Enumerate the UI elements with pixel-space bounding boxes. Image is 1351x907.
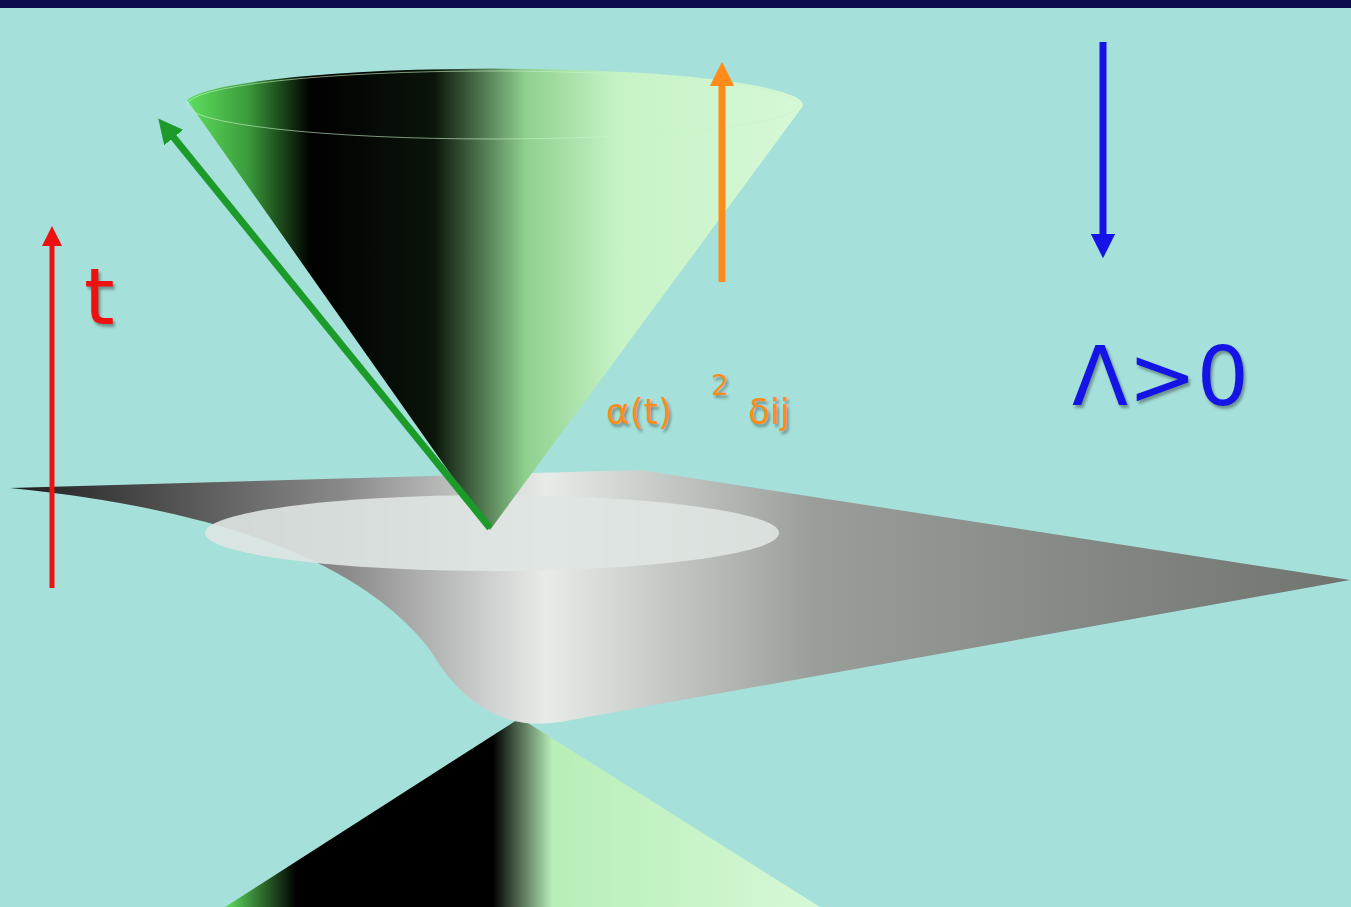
lambda-arrow [1100, 42, 1107, 246]
time-axis-label: t [84, 258, 115, 336]
future-light-cone [187, 69, 803, 530]
exponent-label: 2 [711, 372, 729, 400]
spatial-slice [10, 470, 1350, 724]
past-light-cone [225, 718, 820, 907]
metric-label: δij [748, 394, 790, 430]
scale-factor-label: α(t) [606, 394, 672, 430]
cone-rim [187, 71, 799, 139]
cosmological-constant-label: Λ>0 [1072, 336, 1249, 418]
expansion-arrow [719, 74, 726, 282]
light-ray-arrow [166, 128, 490, 528]
top-bar [0, 0, 1351, 8]
time-arrow [50, 236, 55, 588]
